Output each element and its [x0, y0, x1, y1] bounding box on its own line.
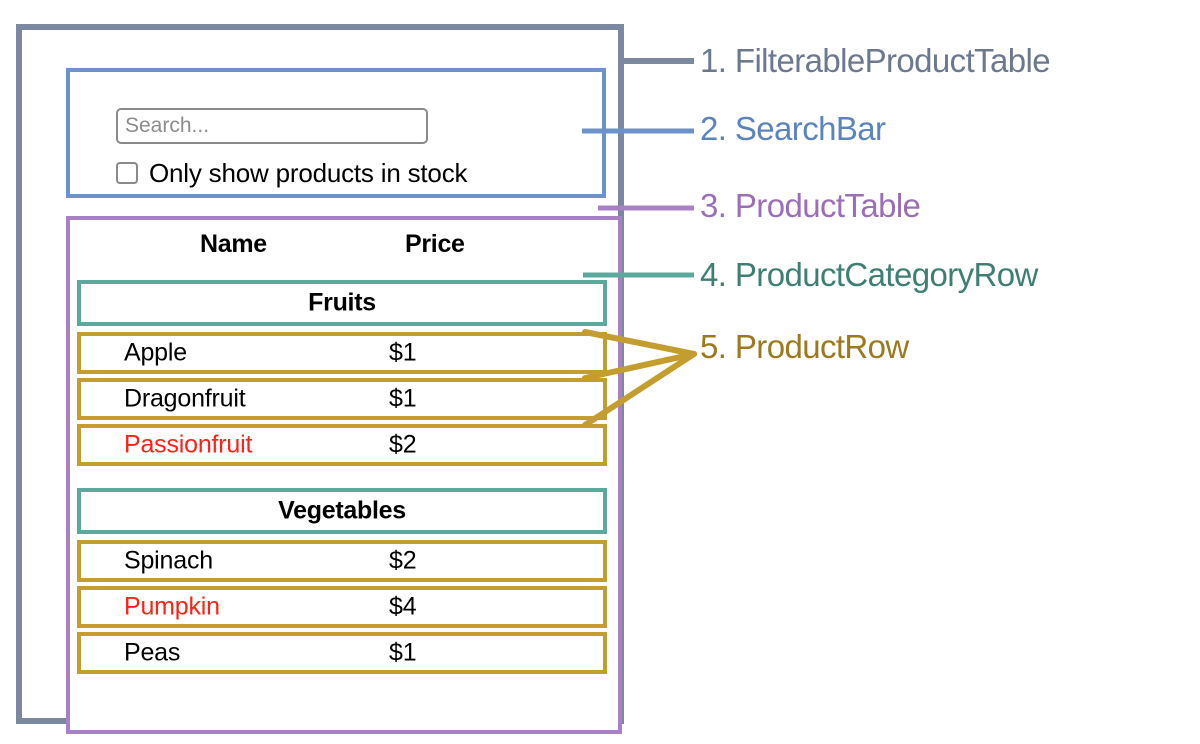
in-stock-checkbox-label: Only show products in stock [149, 158, 468, 188]
product-category-row: Vegetables [77, 488, 607, 534]
product-row: Spinach $2 [77, 540, 607, 582]
section-gap [77, 470, 607, 488]
product-category-row: Fruits [77, 280, 607, 326]
product-table-header: Name Price [70, 230, 618, 272]
product-name: Dragonfruit [124, 384, 246, 413]
search-input-wrapper [116, 108, 428, 144]
product-row: Pumpkin $4 [77, 586, 607, 628]
product-name: Apple [124, 338, 187, 367]
filterable-product-table-box: Only show products in stock Name Price F… [16, 24, 624, 734]
product-name: Spinach [124, 546, 213, 575]
product-row: Dragonfruit $1 [77, 378, 607, 420]
legend-label-filterable-product-table: 1. FilterableProductTable [700, 42, 1051, 79]
legend-label-search-bar: 2. SearchBar [700, 110, 886, 147]
product-price: $1 [389, 384, 417, 413]
column-header-price: Price [405, 230, 465, 258]
product-category-label: Fruits [308, 288, 376, 317]
legend-label-product-table: 3. ProductTable [700, 187, 921, 224]
column-header-name: Name [200, 230, 267, 258]
product-price: $1 [389, 338, 417, 367]
product-row: Apple $1 [77, 332, 607, 374]
product-name: Peas [124, 638, 181, 667]
product-row: Peas $1 [77, 632, 607, 674]
product-price: $4 [389, 592, 417, 621]
product-price: $2 [389, 546, 417, 575]
product-name: Passionfruit [124, 430, 253, 459]
product-category-label: Vegetables [278, 496, 406, 525]
checkbox-icon[interactable] [116, 162, 138, 184]
legend-label-product-row: 5. ProductRow [700, 328, 909, 365]
product-row: Passionfruit $2 [77, 424, 607, 466]
product-table-box: Name Price Fruits Apple $1 Dragonfruit $… [66, 216, 622, 734]
product-table-rows: Fruits Apple $1 Dragonfruit $1 Passionfr… [77, 280, 607, 678]
search-bar-box: Only show products in stock [66, 68, 606, 198]
legend-label-product-category-row: 4. ProductCategoryRow [700, 256, 1038, 293]
product-price: $2 [389, 430, 417, 459]
product-price: $1 [389, 638, 417, 667]
search-input[interactable] [116, 108, 428, 144]
product-name: Pumpkin [124, 592, 220, 621]
in-stock-checkbox-row[interactable]: Only show products in stock [116, 160, 467, 186]
